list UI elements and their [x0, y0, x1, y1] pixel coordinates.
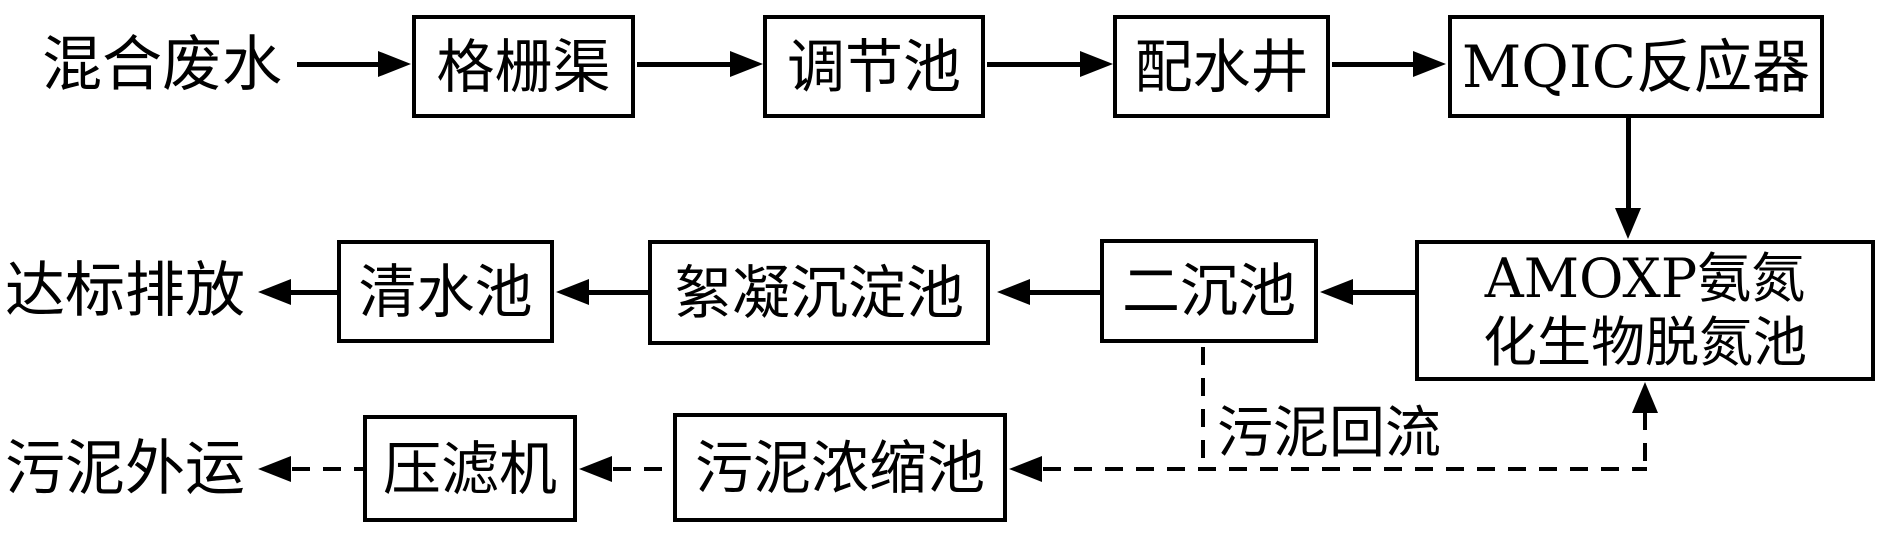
node-sludge-thickening-tank: 污泥浓缩池 — [673, 413, 1007, 522]
arrow-line-flocculation-to-clearwater — [588, 290, 648, 295]
dashed-line-sludge-return — [1043, 467, 1647, 471]
dashed-line-thickening-to-press — [613, 467, 673, 471]
amoxp-label: AMOXP氨氮 化生物脱氮池 — [1483, 247, 1807, 374]
node-clear-water-tank: 清水池 — [337, 240, 554, 343]
arrow-line-secondary-to-flocculation — [1029, 290, 1100, 295]
node-regulating-tank: 调节池 — [763, 15, 985, 118]
node-mqic-reactor: MQIC反应器 — [1448, 15, 1824, 118]
arrowhead-left-icon — [1009, 456, 1042, 482]
dashed-line-return-up — [1643, 412, 1647, 469]
arrow-line-clearwater-to-discharge — [290, 290, 337, 295]
arrowhead-left-icon — [1320, 279, 1353, 305]
arrow-line-grid-to-regulating — [637, 62, 732, 67]
arrow-line-mixed-to-grid — [297, 62, 379, 67]
node-flocculation-sedimentation-tank: 絮凝沉淀池 — [648, 240, 990, 345]
dashed-line-press-to-out — [292, 467, 363, 471]
label-discharge: 达标排放 — [5, 256, 245, 326]
arrowhead-left-icon — [997, 279, 1030, 305]
amoxp-label-line1: AMOXP氨氮 — [1484, 246, 1806, 310]
arrow-line-amoxp-to-secondary — [1352, 290, 1415, 295]
label-sludge-out: 污泥外运 — [5, 434, 245, 504]
arrow-line-well-to-mqic — [1332, 62, 1415, 67]
arrowhead-up-icon — [1632, 382, 1658, 413]
arrowhead-left-icon — [556, 279, 589, 305]
label-mixed-wastewater: 混合废水 — [42, 30, 282, 100]
dashed-line-secondary-down — [1201, 347, 1205, 471]
arrowhead-left-icon — [579, 456, 612, 482]
edge-label-sludge-return: 污泥回流 — [1217, 401, 1441, 466]
arrowhead-down-icon — [1615, 208, 1641, 239]
arrowhead-right-icon — [730, 51, 763, 77]
arrow-line-mqic-to-amoxp — [1626, 118, 1631, 209]
node-distribution-well: 配水井 — [1113, 15, 1330, 118]
arrowhead-right-icon — [1080, 51, 1113, 77]
node-grid-channel: 格栅渠 — [412, 15, 635, 118]
node-filter-press: 压滤机 — [363, 415, 577, 522]
arrowhead-left-icon — [258, 456, 291, 482]
node-amoxp-denitrification-tank: AMOXP氨氮 化生物脱氮池 — [1415, 240, 1875, 381]
arrow-line-regulating-to-well — [987, 62, 1082, 67]
arrowhead-right-icon — [378, 51, 411, 77]
arrowhead-left-icon — [258, 279, 291, 305]
node-secondary-sedimentation-tank: 二沉池 — [1100, 239, 1318, 343]
arrowhead-right-icon — [1413, 51, 1446, 77]
amoxp-label-line2: 化生物脱氮池 — [1483, 310, 1807, 374]
